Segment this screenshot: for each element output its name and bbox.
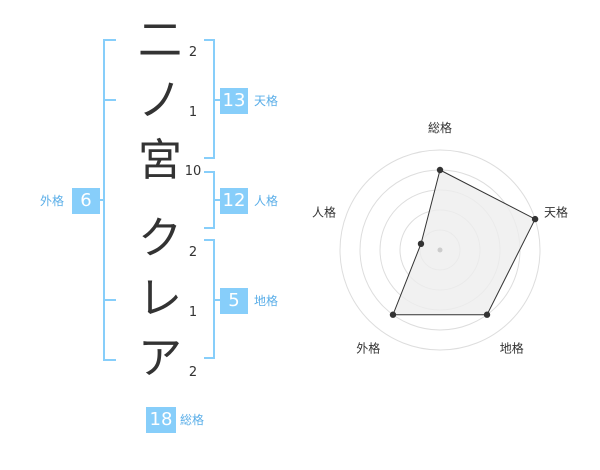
name-char-6: ア bbox=[138, 333, 182, 384]
radar-point-3 bbox=[483, 311, 491, 318]
stroke-count-2: 1 bbox=[188, 105, 198, 120]
gaikaku-label: 外格 bbox=[40, 194, 65, 208]
radar-points bbox=[389, 166, 539, 318]
radar-point-2 bbox=[531, 215, 539, 223]
radar-axis-label-5: 人格 bbox=[312, 204, 336, 219]
radar-axis-label-3: 地格 bbox=[500, 341, 524, 356]
soukaku-value-badge: 18 bbox=[146, 407, 176, 433]
radar-point-1 bbox=[436, 166, 444, 174]
tenkaku-value-badge: 13 bbox=[220, 88, 248, 114]
name-char-2: ノ bbox=[138, 75, 182, 126]
radar-area bbox=[392, 169, 536, 316]
chikaku-label: 地格 bbox=[254, 294, 279, 308]
radar-axis-label-4: 外格 bbox=[356, 341, 380, 356]
radar-center bbox=[437, 247, 443, 253]
stroke-count-4: 2 bbox=[188, 245, 198, 260]
stroke-count-1: 2 bbox=[188, 45, 198, 60]
name-char-1: 二 bbox=[138, 15, 182, 66]
stroke-count-3: 10 bbox=[184, 164, 202, 179]
radar-axis-label-2: 天格 bbox=[544, 204, 568, 219]
jinkaku-label: 人格 bbox=[254, 194, 279, 208]
soukaku-label: 総格 bbox=[180, 413, 205, 427]
stroke-count-6: 2 bbox=[188, 365, 198, 380]
name-char-5: レ bbox=[138, 273, 182, 324]
stroke-count-5: 1 bbox=[188, 305, 198, 320]
name-char-3: 宮 bbox=[138, 135, 182, 186]
chikaku-value-badge: 5 bbox=[220, 288, 248, 314]
gaikaku-value-badge: 6 bbox=[72, 188, 100, 214]
name-char-4: ク bbox=[138, 213, 182, 264]
radar-point-4 bbox=[389, 311, 397, 318]
radar-point-5 bbox=[417, 240, 425, 248]
radar-axis-label-1: 総格 bbox=[428, 120, 452, 135]
jinkaku-value-badge: 12 bbox=[220, 188, 248, 214]
tenkaku-label: 天格 bbox=[254, 94, 279, 108]
radar-ring bbox=[339, 149, 541, 351]
